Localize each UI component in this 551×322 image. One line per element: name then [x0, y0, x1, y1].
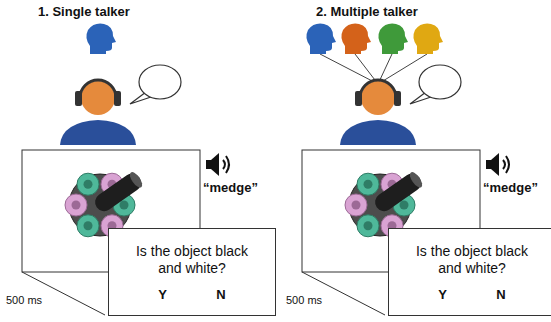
response-key: N	[216, 287, 225, 302]
question-text: Is the object black and white?	[130, 243, 255, 277]
spoken-word: “medge”	[203, 180, 258, 195]
panel-title: 2. Multiple talker	[316, 4, 418, 19]
panel-title: 1. Single talker	[38, 4, 130, 19]
talker-head	[86, 24, 116, 54]
question-card: Is the object black and white?YN	[388, 228, 551, 316]
response-key: Y	[438, 287, 447, 302]
question-text: Is the object black and white?	[410, 243, 535, 277]
talker-head	[341, 24, 371, 54]
spoken-word: “medge”	[483, 180, 538, 195]
talker-head	[378, 24, 408, 54]
talker-head	[306, 24, 336, 54]
duration-label: 500 ms	[6, 294, 42, 306]
response-row: YN	[134, 287, 251, 302]
response-row: YN	[414, 287, 531, 302]
talker-head	[413, 24, 443, 54]
question-card: Is the object black and white?YN	[108, 228, 276, 316]
response-key: N	[496, 287, 505, 302]
response-key: Y	[158, 287, 167, 302]
duration-label: 500 ms	[286, 294, 322, 306]
